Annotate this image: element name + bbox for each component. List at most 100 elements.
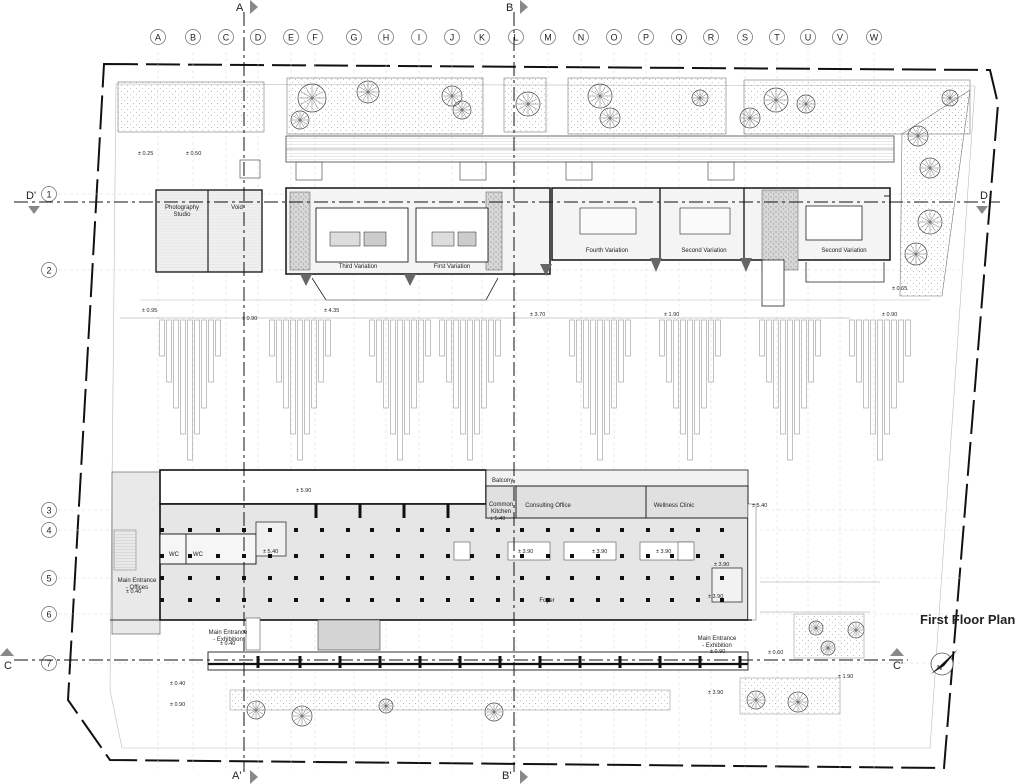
- column: [496, 528, 500, 532]
- column: [578, 656, 582, 668]
- level-marker: ± 0.40: [126, 589, 141, 595]
- level-marker: ± 5.90: [296, 488, 311, 494]
- grid-row-bubble: [41, 655, 57, 671]
- level-marker: ± 5.40: [752, 503, 767, 509]
- tree-icon: [907, 125, 929, 147]
- section-marker-d-left: D': [26, 190, 36, 202]
- column: [646, 554, 650, 558]
- room-common-kitchen-line1: Common: [489, 502, 513, 508]
- level-marker: ± 3.90: [518, 549, 533, 555]
- roof-fin: [304, 319, 310, 435]
- upper-corridor: [239, 135, 895, 181]
- roof-fin: [680, 319, 686, 435]
- level-marker: ± 4.35: [324, 308, 339, 314]
- roof-fin: [863, 319, 869, 409]
- column: [646, 598, 650, 602]
- tree-icon: [739, 107, 761, 129]
- roof-fin: [905, 319, 911, 357]
- column: [216, 598, 220, 602]
- column: [346, 598, 350, 602]
- tree-icon: [796, 94, 816, 114]
- room-second-variation-a: Second Variation: [681, 248, 726, 254]
- grid-column-bubble: [606, 29, 622, 45]
- tree-icon: [904, 242, 928, 266]
- section-marker-c-left: C: [4, 660, 12, 672]
- grid-column-bubble: [150, 29, 166, 45]
- column: [738, 656, 742, 668]
- grid-column-bubble: [800, 29, 816, 45]
- grid-column-label: W: [870, 33, 879, 43]
- room-photography-studio-line2: Studio: [173, 212, 191, 218]
- column: [520, 554, 524, 558]
- tree-icon: [297, 83, 327, 113]
- column: [446, 554, 450, 558]
- section-marker-c-right: C': [893, 660, 903, 672]
- room-main-entrance-exhibition-b-line1: Main Entrance: [698, 636, 737, 642]
- level-marker: ± 0.90: [242, 316, 257, 322]
- level-marker: ± 5.40: [490, 516, 505, 522]
- column: [338, 656, 342, 668]
- section-marker-a-bottom: A': [232, 770, 241, 782]
- column: [160, 576, 164, 580]
- column: [446, 504, 450, 518]
- grid-column-bubble: [866, 29, 882, 45]
- roof-fins: [159, 319, 911, 461]
- column: [242, 576, 246, 580]
- column: [496, 554, 500, 558]
- roof-fin: [269, 319, 275, 357]
- room-wellness-clinic: Wellness Clinic: [654, 503, 695, 509]
- column: [546, 598, 550, 602]
- column: [188, 576, 192, 580]
- roof-fin: [318, 319, 324, 383]
- grid-column-label: Q: [675, 33, 682, 43]
- roof-fin: [891, 319, 897, 409]
- roof-fin: [376, 319, 382, 383]
- column: [370, 576, 374, 580]
- grid-row-label: 4: [46, 526, 51, 536]
- column: [720, 598, 724, 602]
- column: [670, 598, 674, 602]
- roof-fin: [597, 319, 603, 461]
- grid-column-label: T: [774, 33, 780, 43]
- level-marker: ± 3.90: [714, 562, 729, 568]
- section-cut-lines: [14, 12, 1000, 772]
- column: [268, 528, 272, 532]
- column: [570, 528, 574, 532]
- tree-icon: [917, 209, 943, 235]
- roof-fin: [801, 319, 807, 409]
- column: [160, 598, 164, 602]
- column: [446, 528, 450, 532]
- level-marker: ± 0.95: [142, 308, 157, 314]
- column: [320, 554, 324, 558]
- room-main-entrance-exhibition-a-line1: Main Entrance: [209, 630, 248, 636]
- level-marker: ± 3.90: [708, 690, 723, 696]
- roof-fin: [590, 319, 596, 435]
- grid-row-label: 7: [46, 659, 51, 669]
- grid-column-bubble: [540, 29, 556, 45]
- column: [720, 554, 724, 558]
- room-main-entrance-exhibition-b-line2: - Exhibition: [702, 643, 732, 649]
- grid-column-label: I: [418, 33, 421, 43]
- roof-fin: [390, 319, 396, 435]
- grid-column-label: G: [350, 33, 357, 43]
- grid-column-label: N: [578, 33, 585, 43]
- column: [188, 598, 192, 602]
- column: [670, 576, 674, 580]
- level-marker: ± 0.25: [138, 151, 153, 157]
- tree-icon: [599, 107, 621, 129]
- roof-fin: [576, 319, 582, 383]
- column: [596, 554, 600, 558]
- column: [420, 598, 424, 602]
- level-marker: ± 0.50: [186, 151, 201, 157]
- column: [298, 656, 302, 668]
- roof-fin: [708, 319, 714, 383]
- column: [596, 576, 600, 580]
- roof-fin: [369, 319, 375, 357]
- tree-icon: [515, 91, 541, 117]
- column: [670, 528, 674, 532]
- grid-column-label: M: [544, 33, 552, 43]
- room-common-kitchen-line2: Kitchen: [491, 509, 511, 515]
